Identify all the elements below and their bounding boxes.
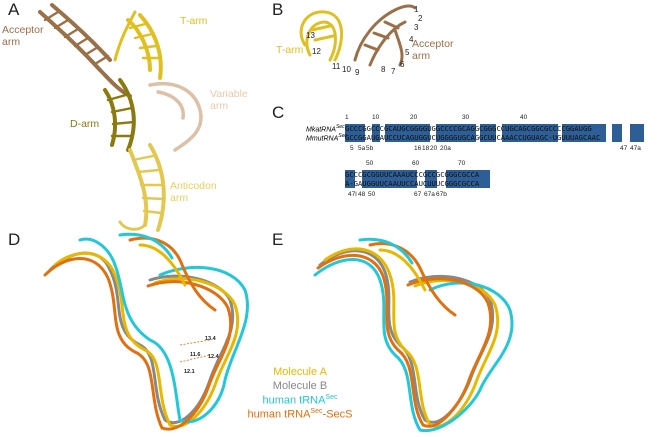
b-number-9: 9 bbox=[355, 68, 360, 77]
bottom-tick-16: 16 bbox=[414, 145, 422, 152]
acceptor-arm-label: Acceptor arm bbox=[2, 24, 44, 48]
bottom2-tick-67b: 67b bbox=[436, 191, 447, 198]
panel-label-a: A bbox=[8, 0, 20, 19]
seq-name-1: MkatRNASec bbox=[306, 124, 345, 134]
bottom2-tick-67a: 67a bbox=[424, 191, 435, 198]
top-tick-1: 1 bbox=[345, 114, 349, 121]
bottom-tick-47: 47 bbox=[620, 145, 628, 152]
b-number-2: 2 bbox=[418, 14, 423, 23]
b-number-8: 8 bbox=[381, 65, 386, 74]
top-tick-20: 20 bbox=[410, 114, 418, 121]
bottom2-tick-67: 67 bbox=[414, 191, 422, 198]
panel-label-c: C bbox=[272, 103, 285, 122]
legend-human-trna-secs: human tRNASec-SecS bbox=[247, 408, 353, 421]
panel-label-d: D bbox=[8, 230, 21, 249]
b-number-6: 6 bbox=[400, 60, 405, 69]
top-tick-10: 10 bbox=[372, 114, 380, 121]
sequence-row2-b: A-GAUGGUUCAAUUCCAUCUUUCGGGCGCCA bbox=[345, 179, 480, 188]
b-number-12: 12 bbox=[312, 47, 321, 56]
sequence-row1-b: GCCGGAUGAUCCUCAGUGGUCUGGGGUGCAGGCUUCAAAC… bbox=[345, 133, 601, 142]
b-acceptor-arm-label: Acceptor arm bbox=[412, 38, 454, 62]
sequence-row1-a: GCCCGGCCCGCAUGCGGGGUGGCCCCGCAGGCGGGCCUGC… bbox=[345, 124, 592, 133]
legend-human-trna: human tRNASec bbox=[262, 394, 338, 407]
b-number-7: 7 bbox=[391, 67, 396, 76]
legend-molecule-b: Molecule B bbox=[272, 380, 328, 392]
bottom2-tick-50: 50 bbox=[368, 191, 376, 198]
top-tick-30: 30 bbox=[462, 114, 470, 121]
b-number-10: 10 bbox=[342, 65, 351, 74]
panel-label-e: E bbox=[272, 230, 284, 249]
legend-molecule-a: Molecule A bbox=[273, 366, 327, 378]
b-number-5: 5 bbox=[405, 48, 410, 57]
b-number-1: 1 bbox=[414, 5, 419, 14]
anticodon-arm-label: Anticodon arm bbox=[170, 180, 217, 204]
top2-tick-50: 50 bbox=[366, 160, 374, 167]
b-t-arm-label: T-arm bbox=[276, 44, 304, 56]
bottom-tick-5: 5 bbox=[350, 145, 354, 152]
b-number-13: 13 bbox=[306, 31, 315, 40]
measurement-3: 12.4 bbox=[208, 354, 219, 360]
bottom-tick-47a: 47a bbox=[630, 145, 641, 152]
top-tick-40: 40 bbox=[520, 114, 528, 121]
variable-arm-label: Variable arm bbox=[210, 88, 248, 112]
b-number-3: 3 bbox=[414, 23, 419, 32]
t-arm-label: T-arm bbox=[180, 15, 208, 27]
b-number-4: 4 bbox=[409, 35, 414, 44]
bottom-tick-18: 18 bbox=[422, 145, 430, 152]
bottom-tick-20: 20 bbox=[430, 145, 438, 152]
measurement-2: 11.6 bbox=[190, 352, 201, 358]
sequence-row2-a: GCCCGCGGUUCAAAUCCCGCCGCGGGCGCCA bbox=[345, 170, 480, 179]
top2-tick-70: 70 bbox=[458, 160, 466, 167]
bottom-tick-20a: 20a bbox=[440, 145, 451, 152]
bottom2-tick-47l: 47l bbox=[348, 191, 357, 198]
d-arm-label: D-arm bbox=[70, 118, 100, 130]
bottom-tick-5b: 5b bbox=[366, 145, 374, 152]
top2-tick-60: 60 bbox=[412, 160, 420, 167]
bottom-tick-5a: 5a bbox=[358, 145, 366, 152]
panel-label-b: B bbox=[272, 0, 284, 19]
measurement-4: 12.1 bbox=[184, 369, 195, 375]
seq-name-2: MmutRNASec bbox=[306, 133, 347, 143]
bottom2-tick-48: 48 bbox=[358, 191, 366, 198]
b-number-11: 11 bbox=[332, 62, 341, 71]
measurement-1: 13.4 bbox=[205, 336, 216, 342]
